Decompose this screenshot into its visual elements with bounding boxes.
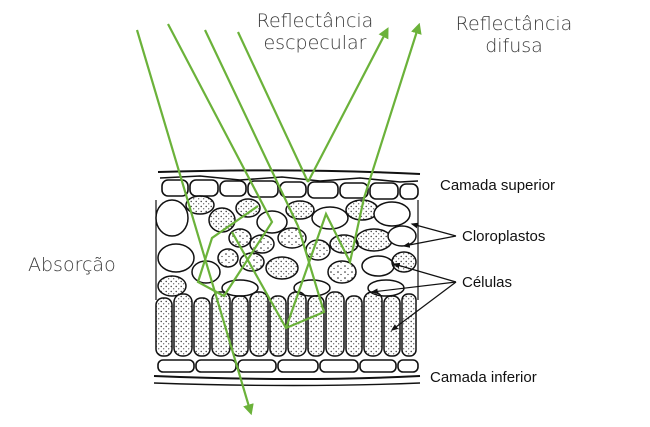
diffuse-line-1: Reflectância [455,13,573,35]
pointer-cells-2 [370,281,457,295]
label-absorption: Absorção [28,254,116,276]
pointer-cells-1 [392,262,457,283]
label-diffuse-reflectance: Reflectância difusa [448,13,580,57]
label-lower-layer: Camada inferior [430,369,537,386]
light-rays [135,22,422,416]
pointer-chloroplasts-1 [410,222,457,237]
specular-line-1: Reflectância [256,10,374,32]
ray-scattered-1 [167,23,274,298]
label-cells: Células [462,274,513,291]
specular-line-2: escpecular [263,32,367,54]
ray-diffuse [284,22,422,329]
ray-scattered-2 [204,29,326,330]
label-specular-reflectance: Reflectância escpecular [250,10,380,54]
diffuse-line-2: difusa [485,35,543,57]
upper-epidermis [157,169,421,200]
label-chloroplasts: Cloroplastos [462,228,546,245]
ray-incident-specular [237,31,309,183]
ray-absorbed [135,29,254,416]
label-upper-layer: Camada superior [440,177,556,194]
palisade-cells [155,291,417,357]
ray-specular [307,27,389,183]
pointer-chloroplasts-2 [402,235,457,248]
pointer-lines [370,222,457,331]
pointer-cells-3 [390,281,457,331]
spongy-mesophyll [155,195,419,300]
lower-epidermis [153,359,421,387]
